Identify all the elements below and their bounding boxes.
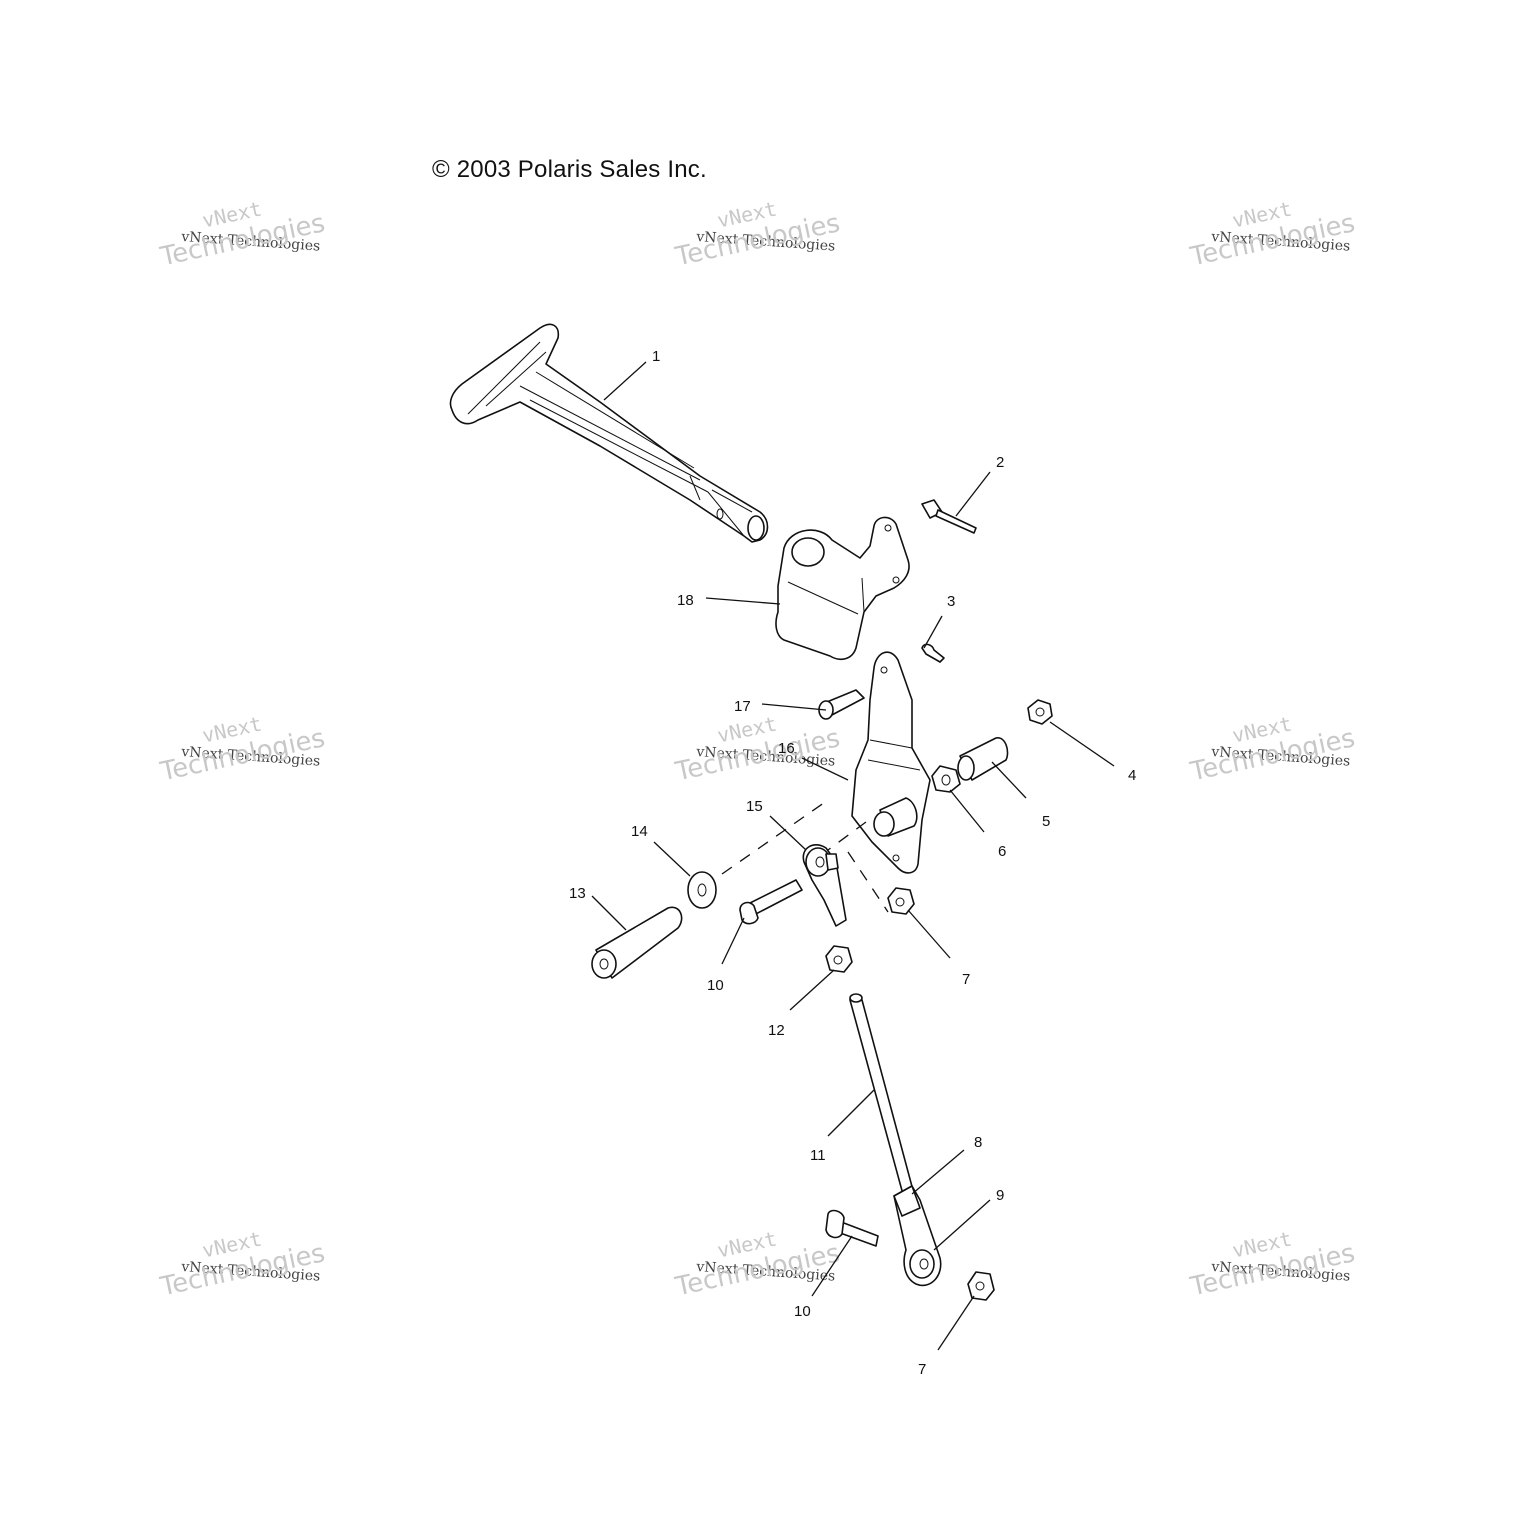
part-shift-lever xyxy=(449,323,769,543)
part-bolt-10-upper xyxy=(739,879,803,925)
callout-labels: 1 2 3 4 5 6 7 7 8 9 10 10 11 12 13 14 15… xyxy=(569,348,1136,1378)
copyright-text: © 2003 Polaris Sales Inc. xyxy=(432,156,707,183)
callout-10-upper: 10 xyxy=(707,977,724,994)
part-nut-7-lower xyxy=(967,1271,995,1301)
callout-16: 16 xyxy=(778,740,795,757)
callout-8: 8 xyxy=(974,1134,982,1151)
part-spacer xyxy=(591,906,683,979)
part-bracket xyxy=(775,516,910,661)
callout-1: 1 xyxy=(652,348,660,365)
part-rod-end-15 xyxy=(802,844,847,927)
part-rod-end-lower xyxy=(893,1185,942,1287)
callout-6: 6 xyxy=(998,843,1006,860)
part-clevis-pin xyxy=(818,689,865,720)
part-cotter-pin xyxy=(921,643,945,663)
callout-7-upper: 7 xyxy=(962,971,970,988)
part-bolt-10-lower xyxy=(825,1209,879,1247)
part-shift-rod xyxy=(849,993,915,1199)
part-shift-plate xyxy=(851,651,931,874)
callout-9: 9 xyxy=(996,1187,1004,1204)
part-washer-6 xyxy=(931,765,961,793)
part-bushing xyxy=(957,737,1009,781)
callout-15: 15 xyxy=(746,798,763,815)
assembly-lines xyxy=(721,799,889,913)
callout-12: 12 xyxy=(768,1022,785,1039)
part-washer-14 xyxy=(687,871,717,909)
callout-18: 18 xyxy=(677,592,694,609)
callout-17: 17 xyxy=(734,698,751,715)
callout-7-lower: 7 xyxy=(918,1361,926,1378)
part-nut-4 xyxy=(1027,699,1053,725)
part-nut-12 xyxy=(825,945,853,973)
callout-5: 5 xyxy=(1042,813,1050,830)
callout-14: 14 xyxy=(631,823,648,840)
callout-3: 3 xyxy=(947,593,955,610)
callout-13: 13 xyxy=(569,885,586,902)
callout-4: 4 xyxy=(1128,767,1136,784)
part-nut-7-upper xyxy=(887,887,915,915)
leader-lines xyxy=(591,361,1115,1351)
callout-10-lower: 10 xyxy=(794,1303,811,1320)
callout-2: 2 xyxy=(996,454,1004,471)
part-rivet xyxy=(921,499,977,534)
callout-11: 11 xyxy=(810,1147,826,1164)
